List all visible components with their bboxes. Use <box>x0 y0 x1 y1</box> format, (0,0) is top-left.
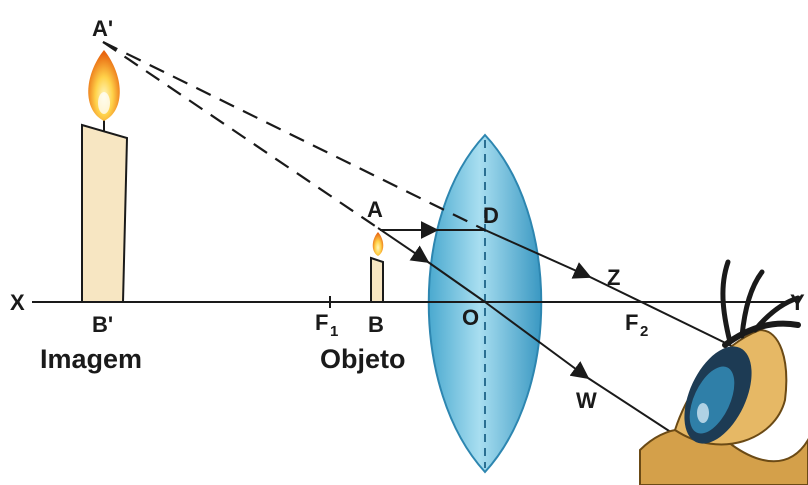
label-a: A <box>367 197 383 222</box>
virtual-ray-through-d <box>102 41 486 231</box>
virtual-ray-through-a <box>102 41 379 229</box>
image-candle <box>81 50 129 303</box>
label-z: Z <box>607 265 620 290</box>
ray-a-to-o-end <box>427 261 486 303</box>
caption-image: Imagem <box>40 344 142 374</box>
axis-label-y: Y <box>790 290 805 315</box>
svg-text:F: F <box>625 310 638 335</box>
candle-flame-icon <box>88 50 120 121</box>
ray-a-to-o <box>377 227 430 264</box>
axis-label-x: X <box>10 290 25 315</box>
svg-text:1: 1 <box>330 323 338 340</box>
caption-object: Objeto <box>320 344 406 374</box>
svg-text:2: 2 <box>640 323 648 340</box>
candle-flame-icon <box>372 232 384 256</box>
eye-icon <box>639 259 808 485</box>
label-d: D <box>483 203 499 228</box>
refracted-ray-z-eye <box>589 276 745 353</box>
label-f1: F 1 <box>315 310 338 340</box>
label-a-prime: A' <box>92 16 113 41</box>
svg-text:F: F <box>315 310 328 335</box>
label-w: W <box>576 388 597 413</box>
ray-o-w <box>484 301 590 380</box>
label-o: O <box>462 305 479 330</box>
label-f2: F 2 <box>625 310 648 340</box>
label-b-prime: B' <box>92 312 113 337</box>
object-candle <box>370 232 384 303</box>
label-b: B <box>368 312 384 337</box>
refracted-ray-d-z <box>484 229 592 279</box>
